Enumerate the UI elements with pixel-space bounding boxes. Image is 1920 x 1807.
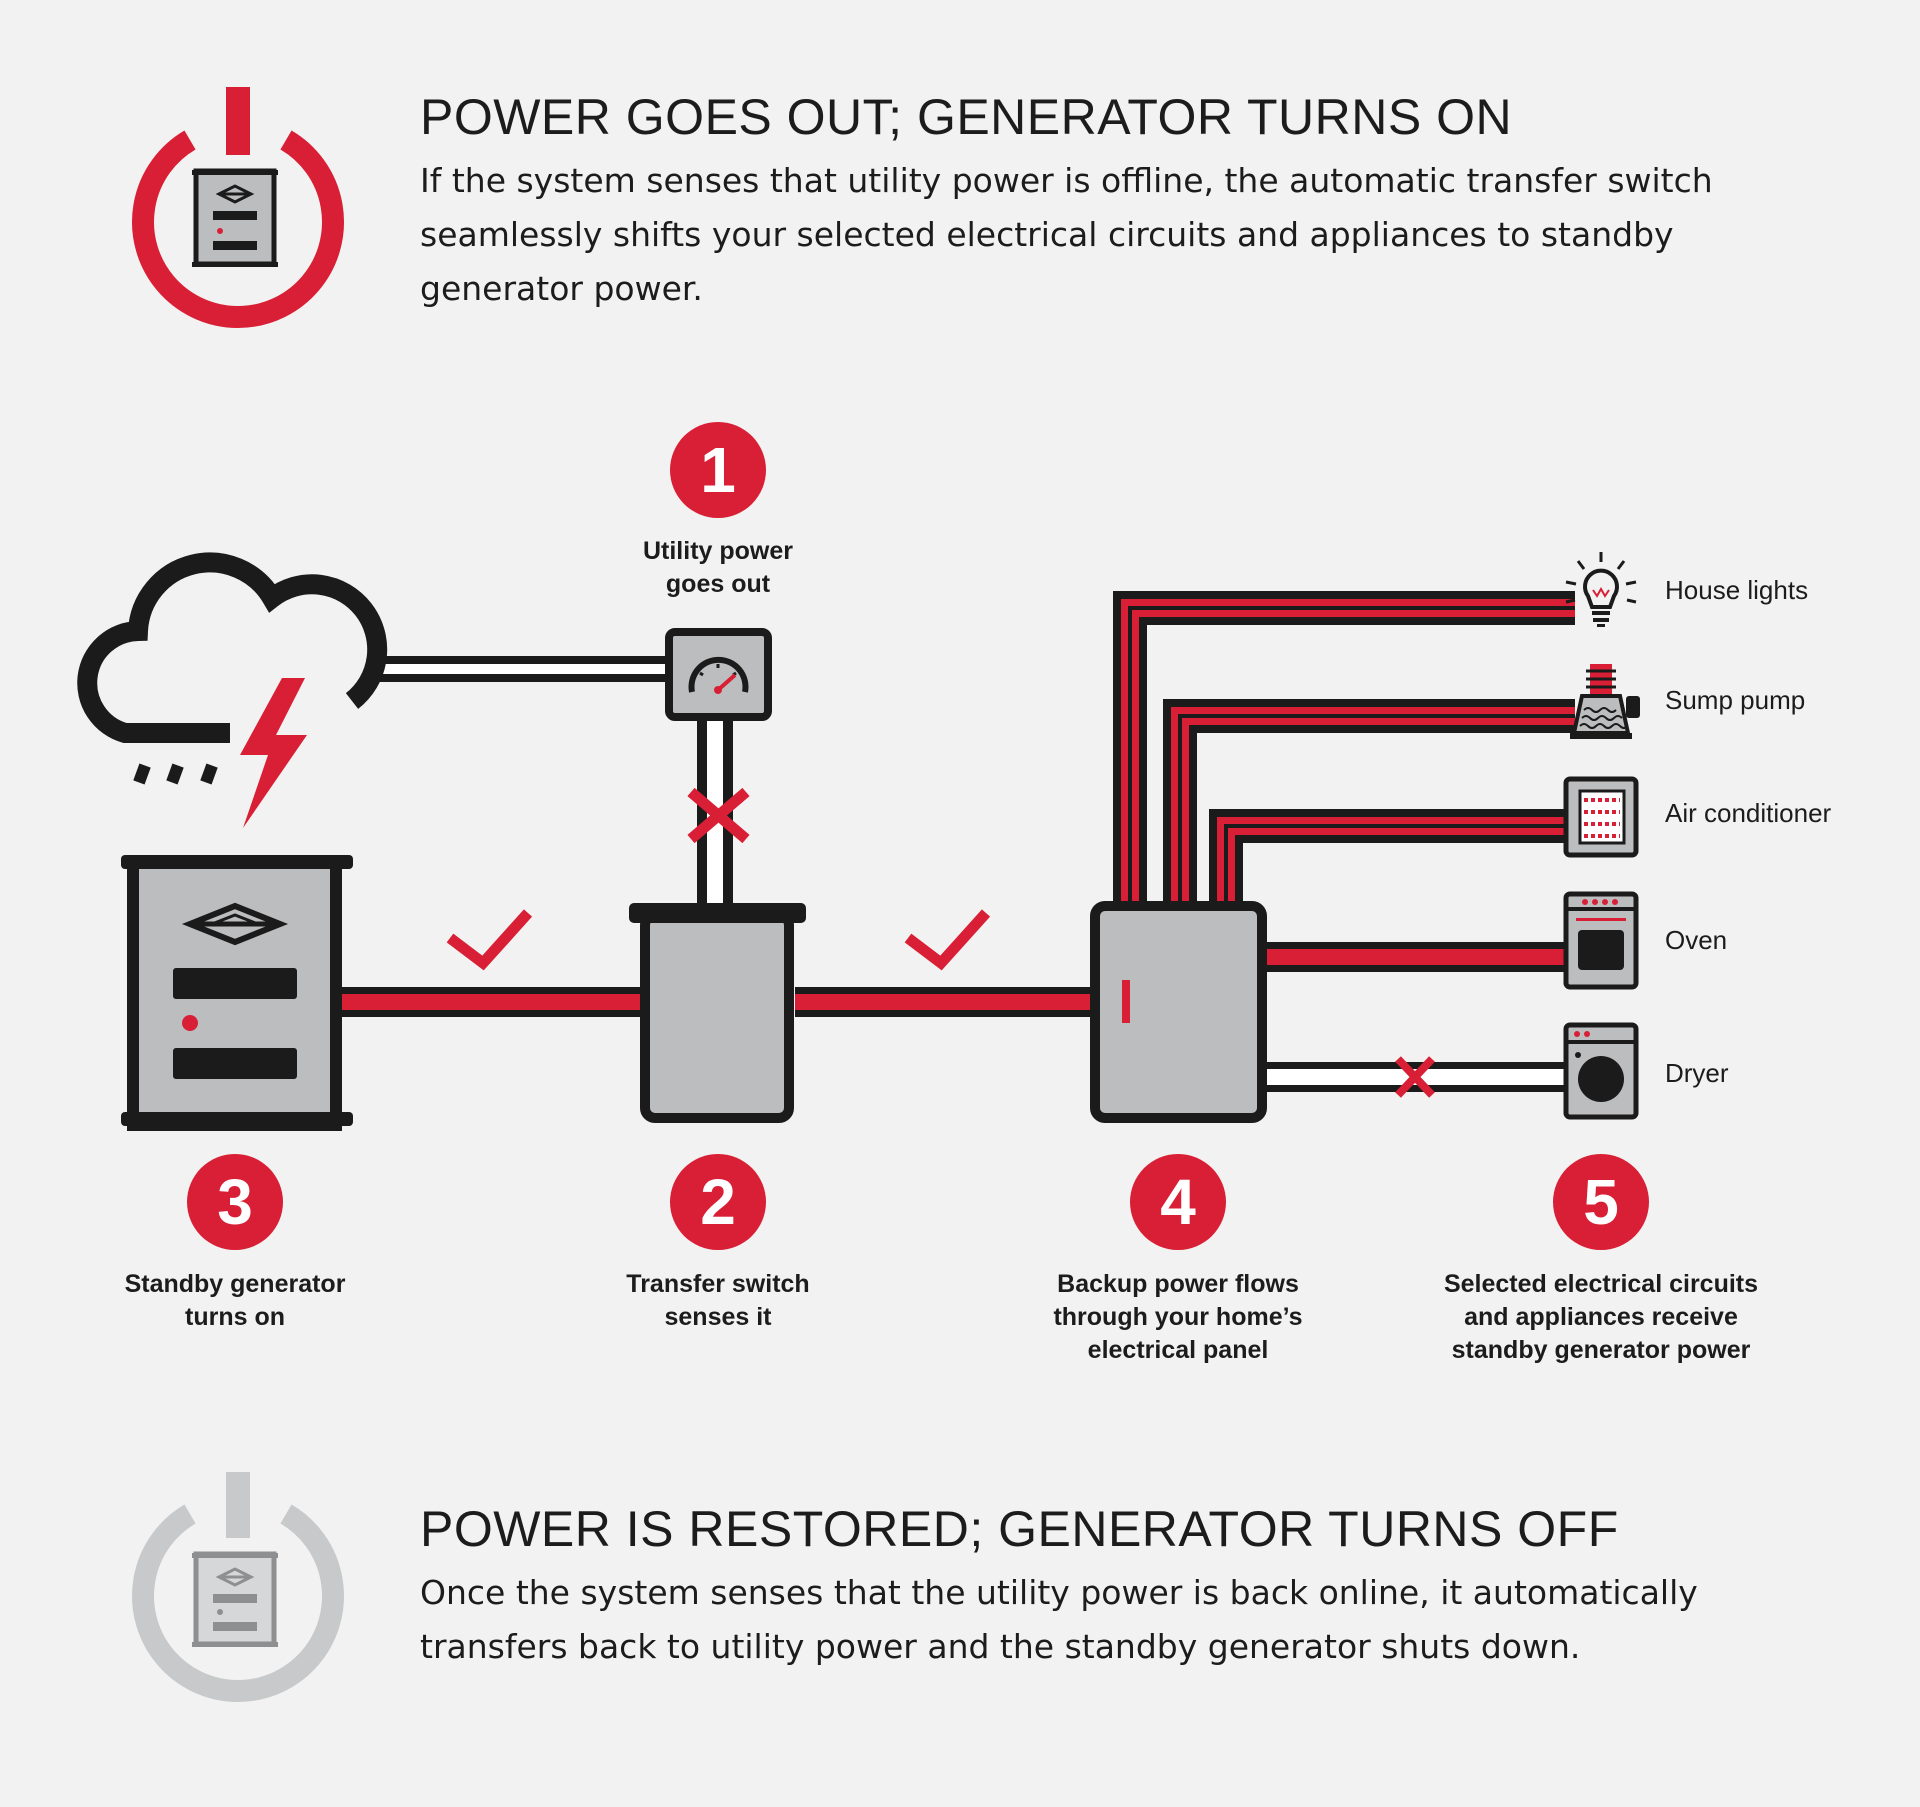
top-title: POWER GOES OUT; GENERATOR TURNS ON <box>420 89 1513 145</box>
electrical-panel-icon <box>1090 901 1267 1123</box>
top-section: POWER GOES OUT; GENERATOR TURNS ON If th… <box>420 88 1740 316</box>
checkmark-icon <box>904 909 991 971</box>
step-badge-5: 5 <box>1553 1154 1649 1250</box>
generator-small-muted-icon <box>192 1551 278 1647</box>
bottom-section: POWER IS RESTORED; GENERATOR TURNS OFF O… <box>420 1500 1740 1674</box>
generator-small-icon <box>192 168 278 267</box>
rain-drops-icon <box>133 763 218 785</box>
svg-text:4: 4 <box>1160 1166 1196 1238</box>
step-label-4: Backup power flows through your home’s e… <box>1053 1270 1303 1364</box>
bottom-title: POWER IS RESTORED; GENERATOR TURNS OFF <box>420 1501 1619 1557</box>
step-badge-3: 3 <box>187 1154 283 1250</box>
light-bulb-icon <box>1565 552 1637 627</box>
dryer-disconnect-x-icon <box>1395 1056 1435 1098</box>
step-label-1: Utility power goes out <box>642 537 793 598</box>
step-label-2: Transfer switch senses it <box>626 1270 810 1331</box>
appliance-label-dryer: Dryer <box>1665 1058 1729 1088</box>
appliance-label-house-lights: House lights <box>1665 575 1809 605</box>
air-conditioner-icon <box>1563 776 1639 858</box>
storm-cloud-icon <box>77 552 388 828</box>
step-badge-1: 1 <box>670 422 766 518</box>
circuit-air-conditioner <box>1209 809 1575 907</box>
top-description: If the system senses that utility power … <box>420 161 1713 308</box>
circuit-sump-pump <box>1163 699 1575 907</box>
transfer-switch-icon <box>629 903 806 1123</box>
bottom-description: Once the system senses that the utility … <box>420 1573 1698 1666</box>
svg-text:5: 5 <box>1583 1166 1619 1238</box>
appliance-label-air-conditioner: Air conditioner <box>1665 798 1832 828</box>
dryer-icon <box>1563 1022 1639 1120</box>
utility-line <box>370 656 670 682</box>
step-badge-4: 4 <box>1130 1154 1226 1250</box>
appliance-label-oven: Oven <box>1665 925 1728 955</box>
generator-to-switch-line <box>335 987 645 1017</box>
power-on-icon <box>132 87 344 328</box>
checkmark-icon <box>446 909 533 971</box>
utility-meter-icon <box>665 628 772 721</box>
standby-generator-icon <box>121 855 353 1131</box>
step-badge-2: 2 <box>670 1154 766 1250</box>
oven-icon <box>1563 891 1639 990</box>
step-label-5: Selected electrical circuits and applian… <box>1443 1270 1759 1364</box>
disconnect-x-icon <box>687 787 750 844</box>
circuit-oven <box>1262 942 1575 972</box>
circuit-house-lights <box>1113 591 1575 907</box>
step-label-3: Standby generator turns on <box>124 1270 346 1331</box>
lightning-bolt-icon <box>240 678 307 828</box>
svg-text:2: 2 <box>700 1166 736 1238</box>
sump-pump-icon <box>1570 664 1640 739</box>
appliance-label-sump-pump: Sump pump <box>1665 685 1806 715</box>
switch-to-panel-line <box>795 987 1095 1017</box>
svg-text:1: 1 <box>700 434 736 506</box>
power-off-icon <box>132 1472 344 1702</box>
svg-text:3: 3 <box>217 1166 253 1238</box>
